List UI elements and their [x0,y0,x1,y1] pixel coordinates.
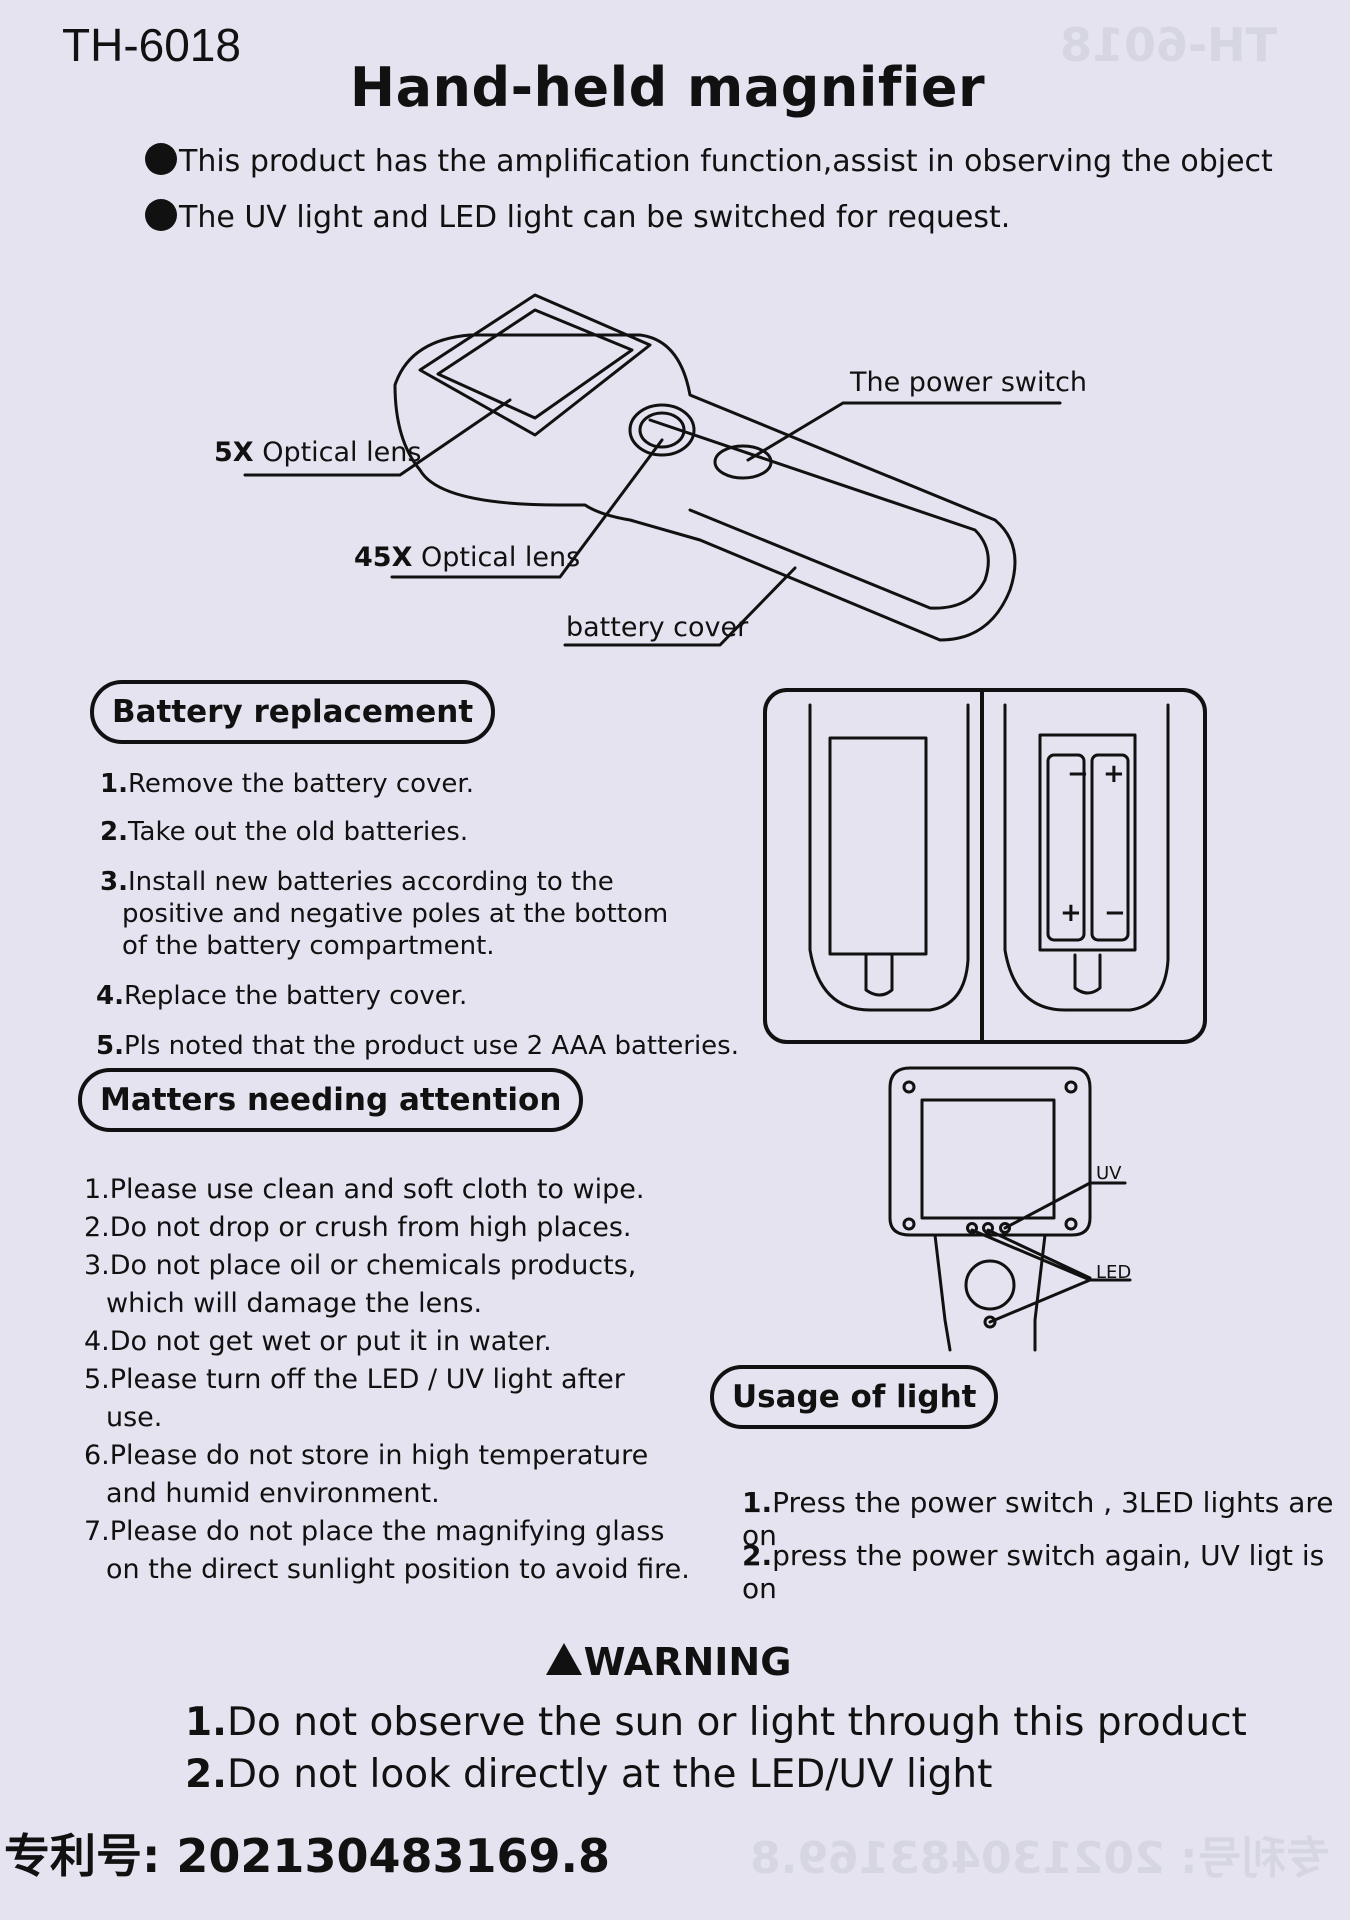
attention-item: 7.Please do not place the magnifying gla… [84,1516,665,1547]
magnifier-body-outline [393,333,1017,642]
battery-left [1046,753,1086,942]
callout-power-switch [746,401,1062,462]
callout-battery [563,566,797,647]
led-dot [982,1222,994,1234]
patent-number: 专利号: 202130483169.8 [4,1829,610,1883]
big-lens-outer [418,293,652,437]
usage-item: 2.press the power switch again, UV ligt … [742,1539,1325,1605]
attention-item: use. [106,1402,163,1433]
warning-heading-text: WARNING [583,1640,792,1684]
big-lens-inner [436,308,634,420]
warning-item: 1.Do not observe the sun or light throug… [185,1700,1247,1745]
feature-text: This product has the amplification funct… [179,144,1273,179]
light-diagram-lens [920,1098,1056,1220]
led-dot [999,1222,1011,1234]
attention-item: 3.Do not place oil or chemicals products… [84,1250,637,1281]
warning-heading: WARNING [0,1640,1335,1684]
callout-led [970,1228,1132,1324]
attention-item: 6.Please do not store in high temperatur… [84,1440,649,1471]
battery-minus-label: − [1067,759,1089,789]
power-switch-shape [713,444,773,480]
attention-item: and humid environment. [106,1478,440,1509]
battery-plus-label-bottom: + [1060,898,1082,928]
label-battery-cover: battery cover [566,612,749,643]
attention-item: 1.Please use clean and soft cloth to wip… [84,1174,645,1205]
bullet-icon [145,143,177,175]
light-diagram-head [888,1066,1092,1237]
bullet-icon [145,199,177,231]
callout-5x [243,398,512,477]
battery-step: 5.Pls noted that the product use 2 AAA b… [96,1031,739,1061]
warning-item: 2.Do not look directly at the LED/UV lig… [185,1752,993,1797]
attention-heading: Matters needing attention [78,1068,584,1132]
usage-heading: Usage of light [710,1365,999,1429]
small-lens-inner [638,411,686,449]
battery-step: 4.Replace the battery cover. [96,981,468,1011]
model-number: TH-6018 [62,19,241,71]
feature-text: The UV light and LED light can be switch… [179,200,1011,235]
attention-item: 2.Do not drop or crush from high places. [84,1212,632,1243]
attention-item: on the direct sunlight position to avoid… [106,1554,690,1585]
battery-panel-frame [763,688,1207,1044]
battery-replacement-heading: Battery replacement [90,680,496,744]
label-power-switch: The power switch [850,367,1088,398]
feature-item: The UV light and LED light can be switch… [145,199,1010,235]
usage-item: 1.Press the power switch , 3LED lights a… [742,1486,1334,1552]
attention-item: 5.Please turn off the LED / UV light aft… [84,1364,625,1395]
feature-item: This product has the amplification funct… [145,143,1273,179]
label-45x-lens: 45X Optical lens [354,542,581,573]
attention-item: 4.Do not get wet or put it in water. [84,1326,552,1357]
attention-list: 1.Please use clean and soft cloth to wip… [84,1171,690,1589]
battery-minus-label-bottom: − [1104,898,1126,928]
battery-step: 2.Take out the old batteries. [100,817,469,847]
battery-right [1090,753,1130,942]
battery-cover-shape [828,736,928,956]
label-uv: UV [1096,1163,1122,1184]
battery-step: 1.Remove the battery cover. [100,769,474,799]
battery-plus-label: + [1103,759,1125,789]
callout-uv [1003,1181,1127,1230]
battery-step: 3.Install new batteries according to the… [100,867,669,961]
small-lens-outer [628,403,696,457]
attention-item: which will damage the lens. [106,1288,483,1319]
page-title: Hand-held magnifier [349,56,986,119]
magnifier-handle-inner [648,418,990,610]
callout-45x [390,438,664,579]
label-5x-lens: 5X Optical lens [214,437,422,468]
battery-compartment-shape [1038,733,1137,952]
uv-dot [983,1315,997,1329]
label-led: LED [1096,1262,1132,1283]
led-dot [966,1222,978,1234]
warning-triangle-icon [545,1643,582,1675]
